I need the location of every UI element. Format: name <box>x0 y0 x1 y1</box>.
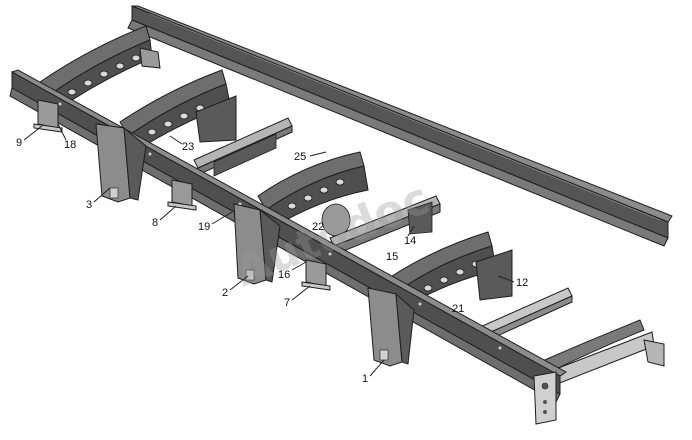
callout-leader-14 <box>407 225 415 237</box>
callout-label-14: 14 <box>404 235 416 247</box>
callout-leader-16 <box>291 261 307 271</box>
callout-leader-25 <box>309 151 327 157</box>
callout-leader-23 <box>169 135 183 145</box>
callout-leader-2 <box>229 275 249 291</box>
callout-label-2: 2 <box>222 287 228 299</box>
mount-bracket-rear-top <box>139 47 161 69</box>
callout-leader-7 <box>291 285 311 301</box>
cross-member-6 <box>391 231 513 307</box>
callout-label-21: 21 <box>452 303 464 315</box>
cross-member-rear-end <box>539 319 665 387</box>
mount-bracket-8 <box>167 179 197 211</box>
cross-member-7-tubular <box>477 287 573 343</box>
cross-member-4 <box>257 151 369 237</box>
callout-leader-lines <box>23 123 515 377</box>
callout-leader-12 <box>497 275 515 283</box>
callout-label-9: 9 <box>16 137 22 149</box>
callout-label-25: 25 <box>294 151 306 163</box>
callout-label-16: 16 <box>278 269 290 281</box>
callout-leader-3 <box>93 187 111 203</box>
callout-label-18: 18 <box>64 139 76 151</box>
callout-leader-18 <box>57 123 67 141</box>
callout-leader-8 <box>159 205 177 221</box>
callout-label-8: 8 <box>152 217 158 229</box>
rear-side-rail <box>127 5 673 247</box>
callout-label-15: 15 <box>386 251 398 263</box>
callout-label-1: 1 <box>362 373 368 385</box>
lightening-holes <box>147 104 205 136</box>
callout-label-7: 7 <box>284 297 290 309</box>
front-side-rail <box>9 69 567 403</box>
spring-bracket-1 <box>367 287 415 367</box>
lightening-holes <box>67 54 141 96</box>
cross-member-2 <box>119 69 237 153</box>
callout-leader-1 <box>369 359 385 377</box>
callout-label-19: 19 <box>198 221 210 233</box>
callout-label-12: 12 <box>516 277 528 289</box>
spring-bracket-3 <box>95 123 147 203</box>
mount-bracket-9 <box>33 99 63 133</box>
cross-member-3-tubular <box>193 117 293 177</box>
callout-label-23: 23 <box>182 141 194 153</box>
spring-bracket-2 <box>233 203 281 285</box>
callout-leader-19 <box>211 211 233 225</box>
rear-end-plate <box>533 371 557 425</box>
cross-member-1 <box>39 25 153 113</box>
lightening-holes <box>287 178 345 210</box>
callout-label-3: 3 <box>86 199 92 211</box>
callout-label-22: 22 <box>312 221 324 233</box>
callout-leader-9 <box>23 125 43 141</box>
mount-bracket-7 <box>301 259 331 291</box>
